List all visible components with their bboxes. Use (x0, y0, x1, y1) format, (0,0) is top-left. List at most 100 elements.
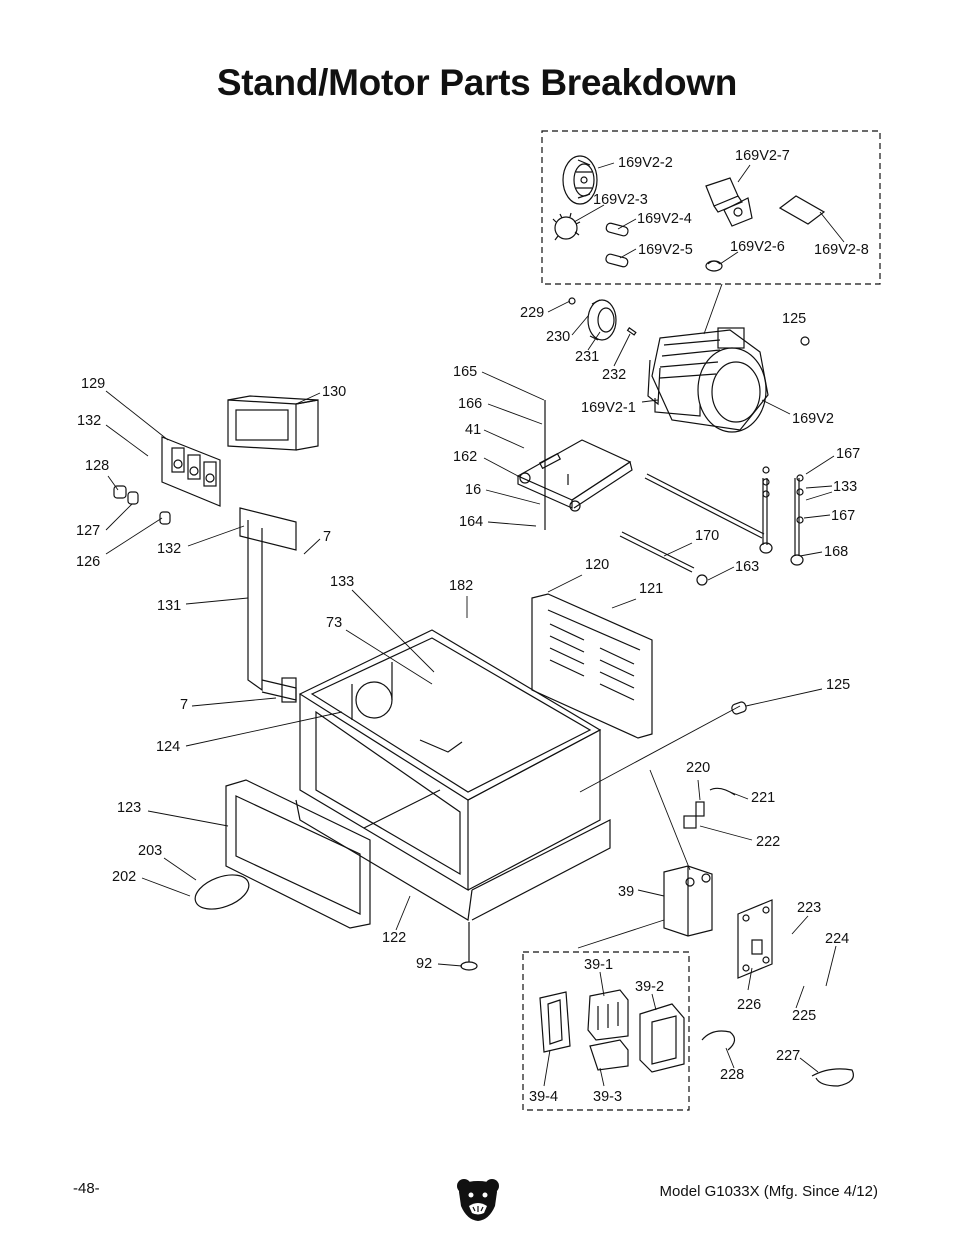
callout-227: 227 (776, 1048, 801, 1064)
motor-cord-icon (701, 1030, 736, 1051)
power-cord-icon (811, 1068, 854, 1087)
callout-169V2-4: 169V2-4 (637, 211, 692, 227)
cord-and-connector-icon (683, 787, 736, 829)
switch-hood-icon (227, 395, 319, 451)
foot-icon (460, 922, 478, 971)
callout-39-3: 39-3 (593, 1089, 623, 1105)
page-title: Stand/Motor Parts Breakdown (216, 62, 738, 103)
callout-167-bottom: 167 (831, 508, 856, 524)
callout-133-right: 133 (833, 479, 858, 495)
callout-126: 126 (76, 554, 101, 570)
callout-164: 164 (459, 514, 484, 530)
callout-169V2-2: 169V2-2 (618, 155, 673, 171)
switch-cover-icon (639, 1003, 685, 1073)
callout-169V2-7: 169V2-7 (735, 148, 790, 164)
switch-base-icon (539, 991, 571, 1053)
callout-166: 166 (458, 396, 483, 412)
stand-cabinet-icon (295, 629, 611, 921)
mounting-plate-icon (737, 899, 773, 979)
callout-169V2-5: 169V2-5 (638, 242, 693, 258)
callout-229: 229 (520, 305, 545, 321)
callout-73: 73 (326, 615, 343, 631)
callout-39-4: 39-4 (529, 1089, 559, 1105)
callout-7-top: 7 (323, 529, 332, 545)
callout-133-left: 133 (330, 574, 355, 590)
callout-124: 124 (156, 739, 181, 755)
callout-167-top: 167 (836, 446, 861, 462)
wire-clip-icon (705, 260, 723, 272)
callout-123: 123 (117, 800, 142, 816)
callout-225: 225 (792, 1008, 817, 1024)
centrifugal-switch-icon (552, 212, 581, 241)
callout-169V2-8: 169V2-8 (814, 242, 869, 258)
motor-mount-icon (516, 400, 633, 530)
callout-182: 182 (449, 578, 474, 594)
motor-detail-box (541, 130, 881, 285)
callout-120: 120 (585, 557, 610, 573)
motor-rods-icon (619, 466, 804, 586)
callout-39: 39 (618, 884, 635, 900)
door-frame-icon (194, 779, 371, 929)
callout-222: 222 (756, 834, 781, 850)
callout-122: 122 (382, 930, 407, 946)
callout-169V2-1: 169V2-1 (581, 400, 636, 416)
callout-203: 203 (138, 843, 163, 859)
callout-7-bottom: 7 (180, 697, 189, 713)
callout-132-bottom: 132 (157, 541, 182, 557)
switch-plate-icon (161, 436, 221, 507)
callout-221: 221 (751, 790, 776, 806)
callout-129: 129 (81, 376, 106, 392)
motor-nut-icon (800, 336, 810, 346)
overload-relay-icon (589, 1039, 629, 1071)
motor-key-icon (626, 327, 637, 336)
junction-box-icon (705, 177, 753, 227)
callout-165: 165 (453, 364, 478, 380)
callout-223: 223 (797, 900, 822, 916)
model-label: Model G1033X (Mfg. Since 4/12) (659, 1183, 878, 1200)
callout-39-1: 39-1 (584, 957, 614, 973)
callout-92: 92 (416, 956, 433, 972)
pulley-icon (568, 297, 617, 341)
callout-132-top: 132 (77, 413, 102, 429)
callout-231: 231 (575, 349, 600, 365)
callout-169V2-3: 169V2-3 (593, 192, 648, 208)
switch-post-icon (239, 507, 297, 703)
callout-169V2: 169V2 (792, 411, 834, 427)
callout-220: 220 (686, 760, 711, 776)
page-number: -48- (73, 1180, 100, 1197)
switch-box-icon (663, 865, 713, 937)
callout-170: 170 (695, 528, 720, 544)
callout-232: 232 (602, 367, 627, 383)
callout-162: 162 (453, 449, 478, 465)
callout-168: 168 (824, 544, 849, 560)
callout-39-2: 39-2 (635, 979, 665, 995)
callout-131: 131 (157, 598, 182, 614)
callout-169V2-6: 169V2-6 (730, 239, 785, 255)
callout-202: 202 (112, 869, 137, 885)
callout-127: 127 (76, 523, 101, 539)
bear-head-icon (457, 1179, 499, 1221)
capacitor-icon (605, 222, 629, 268)
callout-228: 228 (720, 1067, 745, 1083)
callout-224: 224 (825, 931, 850, 947)
callout-230: 230 (546, 329, 571, 345)
motor-icon (647, 327, 769, 433)
callout-121: 121 (639, 581, 664, 597)
switch-buttons-icon (113, 485, 171, 525)
contactor-icon (587, 989, 629, 1041)
callout-41: 41 (465, 422, 482, 438)
motor-fan-icon (562, 155, 598, 205)
strain-relief-icon (731, 701, 747, 715)
callout-128: 128 (85, 458, 110, 474)
callout-163: 163 (735, 559, 760, 575)
callout-125-top: 125 (782, 311, 807, 327)
callout-226: 226 (737, 997, 762, 1013)
switch-detail-box (522, 951, 690, 1111)
callout-130: 130 (322, 384, 347, 400)
junction-cover-icon (778, 195, 826, 225)
side-panel-icon (531, 593, 653, 739)
callout-125-right: 125 (826, 677, 851, 693)
callout-16: 16 (465, 482, 482, 498)
panel-vents-icon (549, 623, 635, 701)
